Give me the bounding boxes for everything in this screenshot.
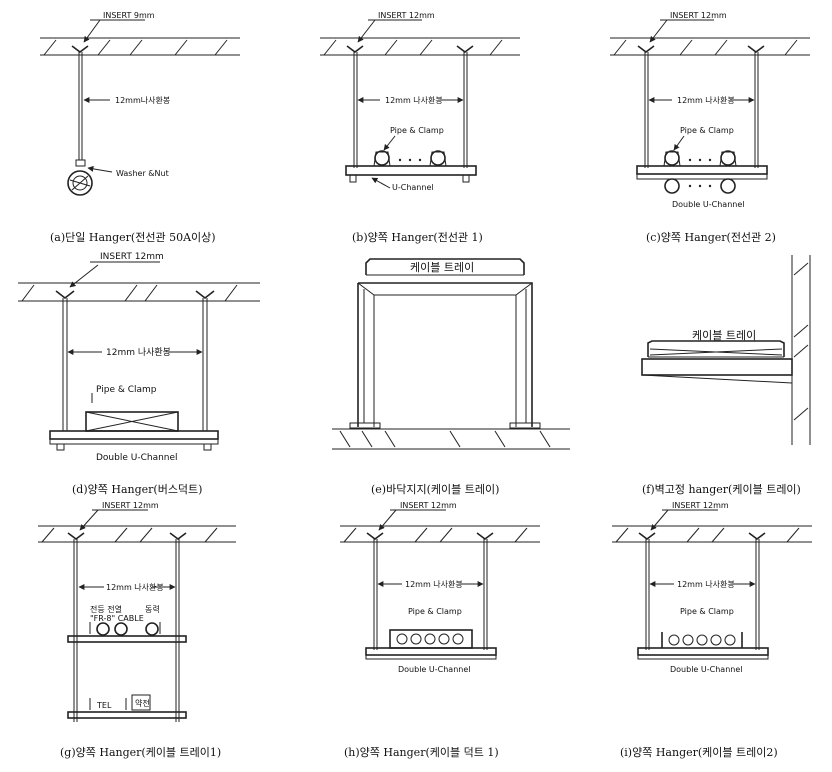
label-pipe: Pipe & Clamp — [680, 126, 734, 135]
label-pipe: Pipe & Clamp — [680, 607, 734, 616]
label-insert: INSERT 12mm — [100, 252, 164, 262]
diagram-c: INSERT 12mm 12mm 나사환봉 Pipe & Clamp Doubl… — [610, 11, 810, 209]
cable-tray — [647, 340, 785, 357]
label-tray: 케이블 트레이 — [410, 261, 474, 274]
cable-tray — [365, 258, 525, 275]
label-rod: 12mm나사환봉 — [115, 95, 170, 105]
panel-i-cable-tray2: INSERT 12mm 12mm 나사환봉 Pipe & Clamp Doubl… — [590, 500, 832, 772]
panel-c-double-hanger-conduit2: INSERT 12mm 12mm 나사환봉 Pipe & Clamp Doubl… — [590, 0, 832, 250]
caption-b: (b)양쪽 Hanger(전선관 1) — [352, 231, 483, 244]
caption-d: (d)양쪽 Hanger(버스덕트) — [72, 483, 203, 496]
u-channel — [345, 165, 477, 176]
cable-tray — [661, 632, 743, 648]
diagram-b: INSERT 12mm 12mm 나사환봉 Pipe & Clamp U-Cha… — [320, 11, 520, 192]
diagram-g: INSERT 12mm 12mm 나사환봉 전등 전열 "FR-8" CABLE… — [38, 501, 236, 722]
label-cable1: 전등 전열 — [90, 604, 122, 614]
upper-shelf — [67, 635, 187, 643]
panel-e-floor-support: 케이블 트레이 (e)바닥지지(케이블 트레이) — [320, 245, 580, 507]
insert-anchor — [71, 45, 89, 53]
diagram-f: 케이블 트레이 — [641, 255, 811, 445]
label-rod: 12mm 나사환봉 — [677, 579, 735, 589]
diagram-i: INSERT 12mm 12mm 나사환봉 Pipe & Clamp Doubl… — [612, 501, 812, 674]
cable-duct — [389, 629, 473, 649]
panel-b-double-hanger-conduit1: INSERT 12mm 12mm 나사환봉 Pipe & Clamp U-Cha… — [300, 0, 550, 250]
panel-a-single-hanger: INSERT 9mm 12mm나사환봉 Washer &Nut (a)단일 Ha… — [0, 0, 280, 250]
caption-c: (c)양쪽 Hanger(전선관 2) — [646, 231, 776, 244]
label-insert: INSERT 12mm — [102, 501, 159, 510]
caption-e: (e)바닥지지(케이블 트레이) — [371, 483, 500, 496]
caption-f: (f)벽고정 hanger(케이블 트레이) — [642, 483, 801, 496]
double-u-channel — [636, 165, 768, 175]
diagram-h: INSERT 12mm 12mm 나사환봉 Pipe & Clamp Doubl… — [340, 501, 540, 674]
panel-h-cable-duct1: INSERT 12mm 12mm 나사환봉 Pipe & Clamp Doubl… — [320, 500, 580, 772]
label-insert: INSERT 12mm — [378, 11, 435, 20]
label-insert: INSERT 12mm — [400, 501, 457, 510]
label-power: 동력 — [145, 604, 160, 614]
panel-g-cable-tray1: INSERT 12mm 12mm 나사환봉 전등 전열 "FR-8" CABLE… — [0, 500, 280, 772]
label-tel: TEL — [96, 701, 112, 710]
label-channel: Double U-Channel — [96, 453, 178, 463]
label-rod: 12mm 나사환봉 — [106, 346, 171, 358]
label-insert: INSERT 12mm — [672, 501, 729, 510]
label-rod: 12mm 나사환봉 — [106, 582, 164, 592]
label-channel: Double U-Channel — [670, 665, 742, 674]
double-u-channel — [49, 430, 219, 440]
label-channel: Double U-Channel — [398, 665, 470, 674]
label-weak: 약전 — [135, 698, 150, 708]
label-cable2: "FR-8" CABLE — [90, 614, 144, 623]
diagram-e: 케이블 트레이 — [332, 258, 570, 450]
label-pipe: Pipe & Clamp — [96, 385, 157, 395]
double-u-channel — [637, 647, 769, 656]
diagram-a: INSERT 9mm 12mm나사환봉 Washer &Nut — [40, 11, 240, 196]
label-insert: INSERT 12mm — [670, 11, 727, 20]
caption-h: (h)양쪽 Hanger(케이블 덕트 1) — [344, 746, 499, 759]
label-tray: 케이블 트레이 — [692, 329, 756, 342]
label-pipe: Pipe & Clamp — [408, 607, 462, 616]
double-u-channel — [365, 647, 497, 656]
label-rod: 12mm 나사환봉 — [677, 95, 735, 105]
label-rod: 12mm 나사환봉 — [405, 579, 463, 589]
busduct — [85, 411, 179, 432]
label-washer: Washer &Nut — [116, 169, 169, 178]
lower-shelf — [67, 711, 187, 719]
label-insert: INSERT 9mm — [103, 11, 155, 20]
label-channel: U-Channel — [392, 183, 434, 192]
panel-f-wall-hanger: 케이블 트레이 (f)벽고정 hanger(케이블 트레이) — [620, 245, 832, 507]
panel-d-busduct: INSERT 12mm 12mm 나사환봉 Pipe & Clamp Doubl… — [0, 245, 280, 507]
label-channel: Double U-Channel — [672, 200, 744, 209]
label-rod: 12mm 나사환봉 — [385, 95, 443, 105]
wall-bracket — [641, 358, 793, 376]
diagram-d: INSERT 12mm 12mm 나사환봉 Pipe & Clamp Doubl… — [18, 252, 260, 463]
label-pipe: Pipe & Clamp — [390, 126, 444, 135]
caption-g: (g)양쪽 Hanger(케이블 트레이1) — [60, 746, 222, 759]
caption-a: (a)단일 Hanger(전선관 50A이상) — [50, 231, 216, 244]
caption-i: (i)양쪽 Hanger(케이블 트레이2) — [620, 746, 778, 759]
